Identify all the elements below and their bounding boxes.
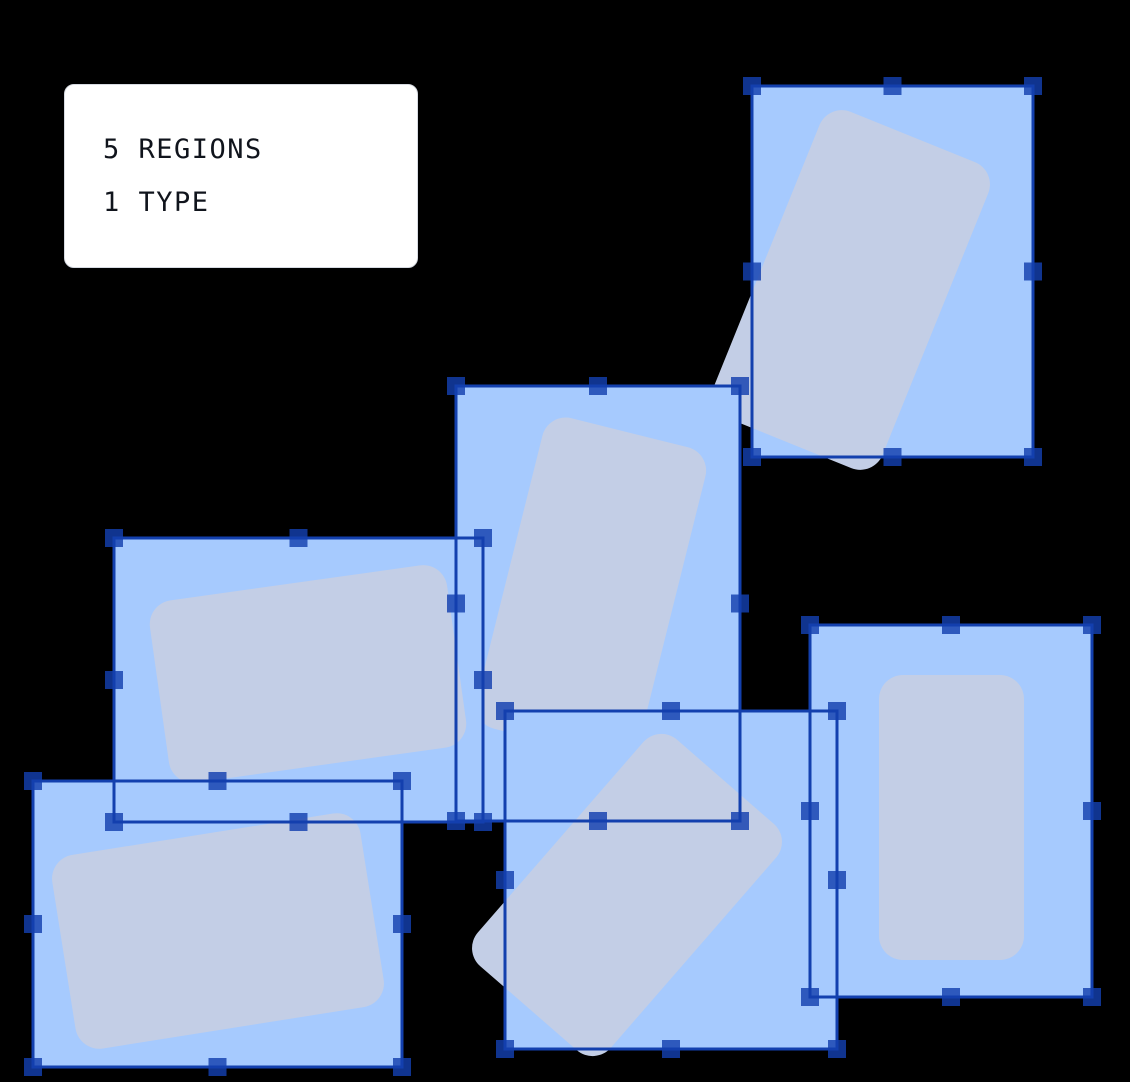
resize-handle-sw[interactable] xyxy=(743,448,761,466)
resize-handle-sw[interactable] xyxy=(447,812,465,830)
resize-handle-sw[interactable] xyxy=(24,1058,42,1076)
resize-handle-se[interactable] xyxy=(474,813,492,831)
resize-handle-nw[interactable] xyxy=(105,529,123,547)
region-body[interactable] xyxy=(705,86,1033,477)
resize-handle-n[interactable] xyxy=(289,529,308,547)
resize-handle-ne[interactable] xyxy=(828,702,846,720)
resize-handle-ne[interactable] xyxy=(731,377,749,395)
resize-handle-e[interactable] xyxy=(731,594,749,613)
region-content-shape xyxy=(712,110,990,470)
resize-handle-n[interactable] xyxy=(942,616,960,634)
region-handles xyxy=(24,77,1101,1076)
region-content-shape xyxy=(472,733,782,1057)
resize-handle-e[interactable] xyxy=(1083,802,1101,820)
region-body[interactable] xyxy=(462,711,837,1066)
resize-handle-nw[interactable] xyxy=(496,702,514,720)
resize-handle-se[interactable] xyxy=(731,812,749,830)
resize-handle-e[interactable] xyxy=(1024,262,1042,281)
resize-handle-e[interactable] xyxy=(393,915,411,933)
resize-handle-ne[interactable] xyxy=(1083,616,1101,634)
region-content-shape xyxy=(149,565,467,783)
resize-handle-se[interactable] xyxy=(828,1040,846,1058)
resize-handle-n[interactable] xyxy=(662,702,680,720)
resize-handle-se[interactable] xyxy=(1024,448,1042,466)
resize-handle-ne[interactable] xyxy=(474,529,492,547)
resize-handle-ne[interactable] xyxy=(1024,77,1042,95)
resize-handle-w[interactable] xyxy=(105,671,123,689)
resize-handle-nw[interactable] xyxy=(24,772,42,790)
region-content-shape xyxy=(52,813,384,1049)
resize-handle-w[interactable] xyxy=(496,871,514,889)
resize-handle-s[interactable] xyxy=(589,812,607,830)
legend-panel: 5 REGIONS 1 TYPE xyxy=(64,84,418,268)
resize-handle-sw[interactable] xyxy=(105,813,123,831)
resize-handle-nw[interactable] xyxy=(743,77,761,95)
resize-handle-nw[interactable] xyxy=(801,616,819,634)
resize-handle-s[interactable] xyxy=(883,448,902,466)
resize-handle-w[interactable] xyxy=(743,262,761,281)
region-content-shape xyxy=(879,675,1024,960)
resize-handle-w[interactable] xyxy=(801,802,819,820)
resize-handle-e[interactable] xyxy=(828,871,846,889)
legend-regions-count: 5 REGIONS xyxy=(103,134,263,165)
resize-handle-s[interactable] xyxy=(289,813,308,831)
resize-handle-n[interactable] xyxy=(208,772,227,790)
region-body[interactable] xyxy=(810,625,1092,997)
resize-handle-n[interactable] xyxy=(589,377,607,395)
resize-handle-nw[interactable] xyxy=(447,377,465,395)
resize-handle-n[interactable] xyxy=(883,77,902,95)
resize-handle-ne[interactable] xyxy=(393,772,411,790)
resize-handle-w[interactable] xyxy=(447,594,465,613)
resize-handle-s[interactable] xyxy=(208,1058,227,1076)
resize-handle-s[interactable] xyxy=(662,1040,680,1058)
region-content-shape xyxy=(475,417,707,759)
resize-handle-w[interactable] xyxy=(24,915,42,933)
region-body[interactable] xyxy=(114,538,483,822)
resize-handle-e[interactable] xyxy=(474,671,492,689)
legend-types-count: 1 TYPE xyxy=(103,187,210,218)
resize-handle-s[interactable] xyxy=(942,988,960,1006)
resize-handle-sw[interactable] xyxy=(801,988,819,1006)
region-body[interactable] xyxy=(33,781,402,1067)
resize-handle-se[interactable] xyxy=(393,1058,411,1076)
region-bodies xyxy=(33,86,1092,1067)
resize-handle-sw[interactable] xyxy=(496,1040,514,1058)
resize-handle-se[interactable] xyxy=(1083,988,1101,1006)
